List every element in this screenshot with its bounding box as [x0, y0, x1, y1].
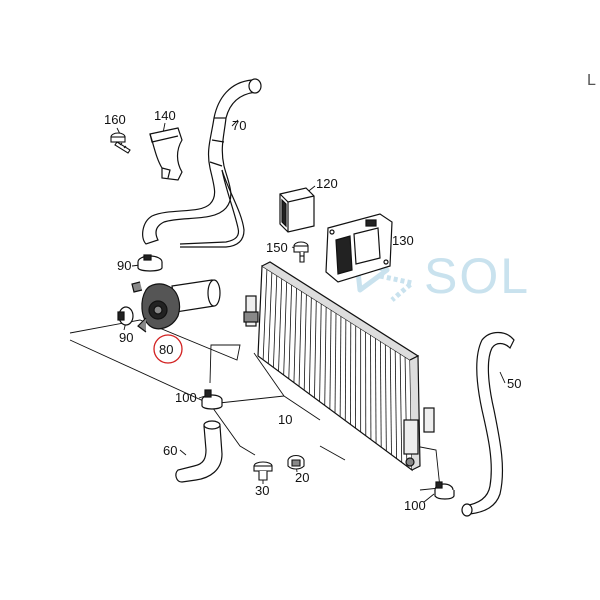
radiator-fin	[329, 309, 332, 410]
callout-130: 130	[392, 233, 414, 248]
hose-clamp-90-lower	[117, 306, 134, 326]
radiator-fin	[344, 319, 347, 421]
callout-140: 140	[154, 108, 176, 123]
hose-clamp-90-upper	[137, 254, 163, 272]
callout-70: 70	[232, 118, 246, 133]
callout-10: 10	[278, 412, 292, 427]
radiator-fin	[267, 272, 273, 364]
lower-hose-right	[461, 331, 515, 517]
radiator-fin	[380, 341, 382, 448]
callout-100-lower: 100	[404, 498, 426, 513]
radiator-fin	[283, 281, 288, 376]
bolt-160	[110, 132, 131, 154]
radiator-fin	[314, 300, 317, 398]
radiator-fin	[278, 278, 283, 372]
radiator-fin	[262, 269, 268, 360]
callout-60: 60	[163, 443, 177, 458]
radiator-10	[243, 261, 435, 472]
relay-bracket-130	[325, 213, 393, 283]
radiator-fin	[288, 284, 292, 379]
radiator-fin	[384, 344, 387, 452]
radiator-fin	[334, 312, 337, 414]
radiator-fin	[389, 347, 392, 455]
radiator-fin	[375, 338, 377, 444]
callout-120: 120	[316, 176, 338, 191]
watermark-text: SOL	[424, 248, 530, 304]
radiator-fins	[262, 269, 408, 467]
callout-150: 150	[266, 240, 288, 255]
radiator-fin	[319, 303, 322, 402]
radiator-fin	[293, 287, 297, 383]
hose-clamp-100-lower	[434, 481, 455, 500]
clip-20	[287, 454, 305, 470]
callout-numbers: 160 140 70 120 150 130 90 90 80 50 100 1…	[104, 108, 521, 513]
corner-glyph: L	[587, 72, 596, 89]
bolt-30	[253, 461, 273, 481]
callout-100-upper: 100	[175, 390, 197, 405]
upper-coolant-hose	[142, 78, 262, 248]
callout-160: 160	[104, 112, 126, 127]
hose-bracket	[149, 127, 183, 181]
radiator-fin	[394, 350, 397, 459]
radiator-fin	[324, 306, 327, 406]
callout-20: 20	[295, 470, 309, 485]
leader-lines	[69, 119, 506, 503]
radiator-fin	[339, 316, 342, 417]
radiator-fin	[298, 291, 302, 387]
callout-30: 30	[255, 483, 269, 498]
bolt-150	[293, 241, 309, 263]
radiator-fin	[399, 353, 403, 463]
radiator-fin	[273, 275, 278, 368]
radiator-fin	[303, 294, 307, 391]
water-pump-80	[131, 279, 221, 333]
callout-90-lower: 90	[119, 330, 133, 345]
relay-120	[279, 187, 315, 233]
radiator-fin	[308, 297, 312, 395]
callout-50: 50	[507, 376, 521, 391]
highlight-circle	[153, 334, 183, 364]
callout-90-upper: 90	[117, 258, 131, 273]
lower-hose-left	[175, 420, 223, 483]
callout-80: 80	[159, 342, 173, 357]
hose-clamp-100-upper	[201, 389, 223, 410]
